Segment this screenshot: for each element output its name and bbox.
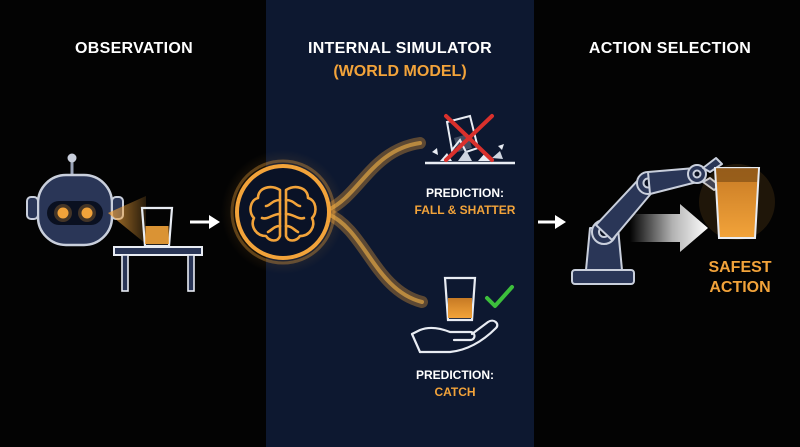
prediction-catch-outcome: CATCH xyxy=(434,385,476,399)
result-line-1: SAFEST xyxy=(708,259,772,276)
cross-icon xyxy=(444,114,494,162)
arrow-right-icon xyxy=(538,215,566,229)
vision-beam xyxy=(108,196,146,244)
prediction-fall-outcome: FALL & SHATTER xyxy=(414,203,516,217)
arrow-right-icon xyxy=(190,215,220,229)
simulator-title: INTERNAL SIMULATOR xyxy=(307,40,493,57)
brain-icon xyxy=(221,150,345,274)
filled-glass-icon xyxy=(699,164,775,240)
prediction-catch-heading: PREDICTION: xyxy=(416,368,494,382)
action-title: ACTION SELECTION xyxy=(588,40,752,57)
robot-arm-icon xyxy=(571,157,723,285)
robot-head-icon xyxy=(26,153,124,247)
glass-on-table-icon xyxy=(113,206,203,292)
arrow-right-icon xyxy=(630,204,708,252)
result-line-2: ACTION xyxy=(709,279,771,296)
prediction-fall-heading: PREDICTION: xyxy=(426,186,504,200)
checkmark-icon xyxy=(485,285,514,308)
glass-in-hand-icon xyxy=(410,276,499,354)
simulator-subtitle: (WORLD MODEL) xyxy=(333,63,467,80)
observation-title: OBSERVATION xyxy=(75,40,193,57)
